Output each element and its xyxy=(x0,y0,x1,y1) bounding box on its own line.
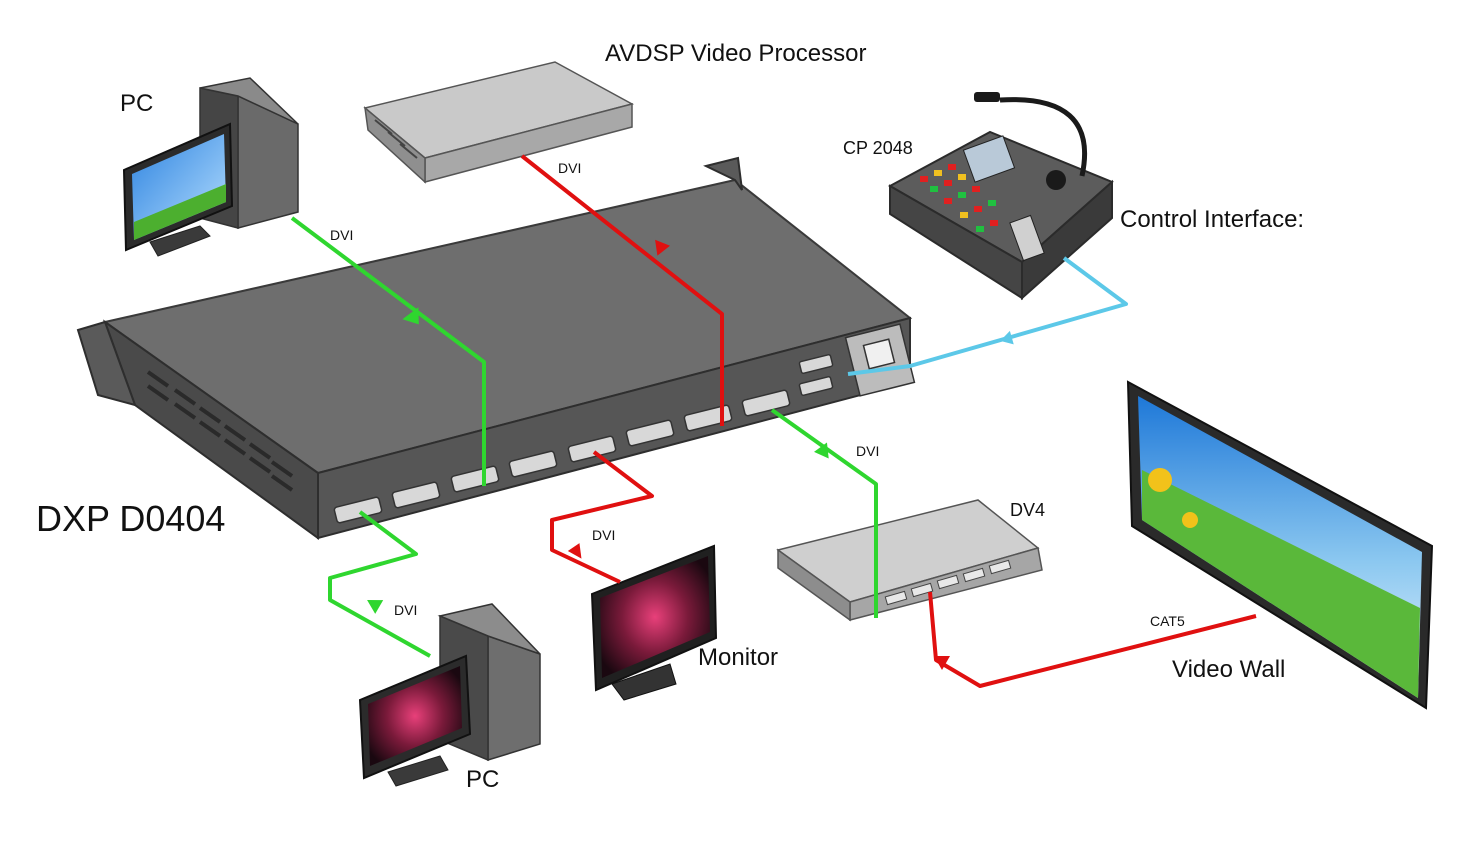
cp-buttons xyxy=(920,164,998,232)
cable-red-dv4-to-videowall xyxy=(928,591,1257,688)
pc-top xyxy=(122,77,299,257)
monitor xyxy=(590,544,718,701)
cp-gooseneck-mic xyxy=(999,97,1088,177)
matrix-dvi-ports xyxy=(333,353,834,524)
pc-top-tower-top xyxy=(199,77,299,125)
cable-label-dvi-pc-bottom: DVI xyxy=(394,602,418,618)
pc-bottom xyxy=(358,603,541,787)
video-wall-label: Video Wall xyxy=(1172,656,1286,683)
cp-lcd xyxy=(962,135,1016,183)
monitor-screen xyxy=(600,556,710,678)
cable-label-dvi-monitor: DVI xyxy=(592,527,616,543)
avdsp-video-processor xyxy=(363,61,635,184)
video-wall-sunflower xyxy=(1148,468,1172,492)
pc-bottom-monitor-stand xyxy=(387,755,449,787)
dxp-d0404-matrix xyxy=(76,156,916,540)
cable-red-matrix-to-monitor xyxy=(550,450,654,584)
pc-bottom-monitor-screen xyxy=(368,666,462,766)
cable-green-pc-top-to-matrix xyxy=(290,216,486,486)
monitor-stand xyxy=(611,663,677,701)
cable-green-matrix-to-dv4 xyxy=(770,408,878,618)
monitor-label: Monitor xyxy=(698,644,779,671)
matrix-rack-ear-right xyxy=(703,156,743,191)
matrix-rack-ear-left xyxy=(76,320,137,407)
cp-2048-label: CP 2048 xyxy=(843,138,913,158)
matrix-power-module xyxy=(844,323,916,397)
cable-arrows xyxy=(367,239,1014,670)
video-wall-grass xyxy=(1142,470,1420,698)
cp-joystick xyxy=(1046,170,1066,190)
cable-red-processor-to-matrix xyxy=(520,154,724,426)
cables xyxy=(290,154,1257,688)
cable-label-dvi-processor: DVI xyxy=(558,160,582,176)
pc-top-monitor-stand xyxy=(149,225,211,257)
pc-bottom-tower-front xyxy=(487,634,541,762)
dv4-label: DV4 xyxy=(1010,500,1046,520)
cp-2048-panel xyxy=(887,92,1114,301)
control-interface-label: Control Interface: xyxy=(1120,206,1305,233)
cable-cyan-cp-to-matrix xyxy=(847,256,1128,376)
cp-side xyxy=(1021,179,1113,301)
cable-label-dvi-dv4: DVI xyxy=(856,443,880,459)
pc-bottom-label: PC xyxy=(466,766,500,793)
cp-tbar xyxy=(1009,214,1045,262)
cable-label-dvi-pc-top: DVI xyxy=(330,227,354,243)
matrix-label: DXP D0404 xyxy=(36,498,226,539)
dv4-side xyxy=(777,548,851,622)
cable-green-matrix-to-pc-bottom xyxy=(328,510,431,658)
pc-top-screen-grass xyxy=(134,184,226,240)
dv4-unit xyxy=(776,499,1043,622)
matrix-vents xyxy=(146,370,294,492)
pc-top-label: PC xyxy=(120,90,154,117)
processor-side xyxy=(363,106,426,184)
cable-label-cat5: CAT5 xyxy=(1150,613,1185,629)
video-wall xyxy=(1126,380,1434,710)
pc-bottom-tower-top xyxy=(437,603,541,655)
processor-label: AVDSP Video Processor xyxy=(605,40,867,67)
